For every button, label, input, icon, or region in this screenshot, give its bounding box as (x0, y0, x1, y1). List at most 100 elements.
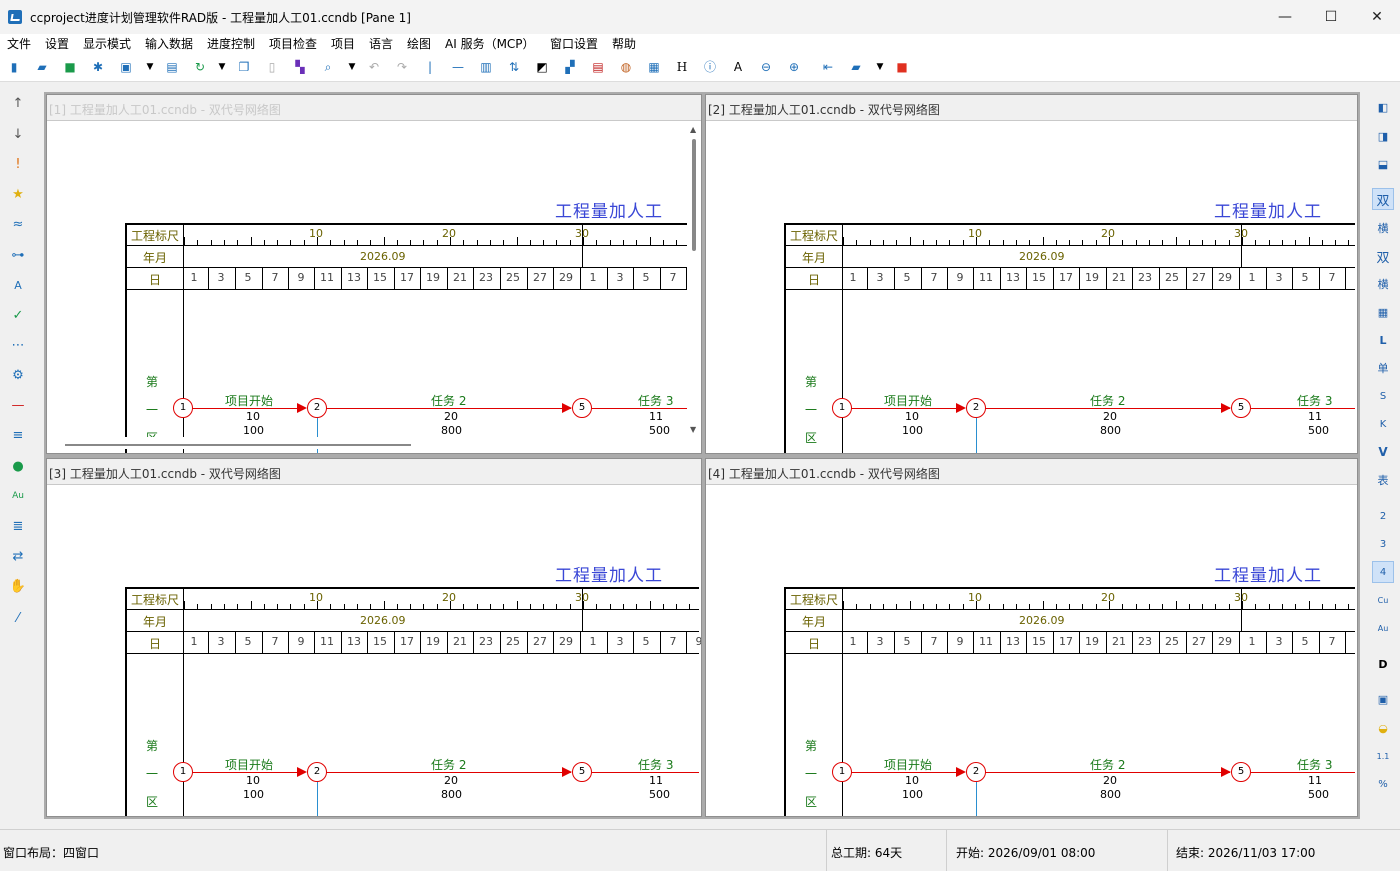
task-name[interactable]: 项目开始 (225, 394, 274, 408)
pane-count-4[interactable]: 4 (1372, 561, 1394, 583)
menu-ai-service[interactable]: AI 服务（MCP） (445, 37, 535, 51)
arrow-down-icon[interactable]: ↓ (12, 126, 24, 142)
vertical-line-icon[interactable]: | (427, 60, 433, 74)
copy-icon[interactable]: ❐ (238, 60, 250, 74)
task-name[interactable]: 任务 3 (638, 394, 674, 408)
sort-list-icon[interactable]: ≡ (12, 427, 24, 443)
search-icon[interactable]: ⌕ (324, 60, 332, 74)
network-diagram-canvas[interactable]: 工程量加人工工程标尺年月日1020302026.0913579111315171… (47, 122, 701, 453)
dotted-line-icon[interactable]: ⋯ (11, 337, 25, 353)
task-name[interactable]: 任务 2 (431, 758, 467, 772)
swap-icon[interactable]: ⇄ (12, 548, 24, 564)
snowflake-icon[interactable]: ✱ (92, 60, 104, 74)
network-node[interactable]: 1 (173, 398, 193, 418)
au-icon[interactable]: Au (12, 491, 24, 501)
arrow-up-icon[interactable]: ↑ (12, 95, 24, 111)
menu-progress-control[interactable]: 进度控制 (207, 37, 256, 51)
horizontal-line-icon[interactable]: — (452, 60, 464, 74)
minimize-button[interactable]: — (1278, 9, 1292, 25)
menu-language[interactable]: 语言 (369, 37, 394, 51)
collapse-icon[interactable]: ⇤ (822, 60, 834, 74)
open-folder-icon[interactable]: ▰ (37, 60, 47, 74)
network-node[interactable]: 1 (832, 398, 852, 418)
save-icon[interactable]: ■ (64, 60, 76, 74)
network-node[interactable]: 5 (1231, 762, 1251, 782)
vertical-scrollbar[interactable]: ▲▼ (687, 123, 701, 437)
report-icon[interactable]: ▤ (592, 60, 604, 74)
zoom-in-icon[interactable]: ⊕ (788, 60, 800, 74)
scroll-thumb[interactable] (65, 444, 411, 446)
network-node[interactable]: 1 (173, 762, 193, 782)
font-size-icon[interactable]: A (14, 278, 22, 292)
filter-icon[interactable]: ≣ (12, 518, 24, 534)
close-button[interactable]: ✕ (1371, 9, 1383, 25)
pane-caption[interactable]: [4] 工程量加人工01.ccndb - 双代号网络图 (706, 459, 1357, 485)
users-icon[interactable]: ● (12, 458, 24, 474)
refresh-icon[interactable]: ↻ (194, 60, 206, 74)
paint-icon[interactable]: ▞ (565, 60, 575, 74)
menu-file[interactable]: 文件 (7, 37, 32, 51)
magic-wand-icon[interactable]: ⁄ (16, 610, 20, 626)
calendar-icon[interactable]: ▣ (1377, 692, 1389, 706)
menu-project-check[interactable]: 项目检查 (269, 37, 318, 51)
scroll-thumb[interactable] (692, 139, 696, 251)
menu-window-settings[interactable]: 窗口设置 (550, 37, 599, 51)
view-k[interactable]: K (1379, 418, 1387, 430)
menu-display-mode[interactable]: 显示模式 (83, 37, 132, 51)
link-node-icon[interactable]: ⊶ (11, 247, 25, 263)
red-line-icon[interactable]: — (11, 397, 25, 413)
pane-1[interactable]: [1] 工程量加人工01.ccndb - 双代号网络图工程量加人工工程标尺年月日… (46, 94, 702, 454)
info-icon[interactable]: ⓘ (703, 60, 716, 74)
menu-help[interactable]: 帮助 (612, 37, 637, 51)
network-node[interactable]: 2 (307, 398, 327, 418)
view-horizontal-alt[interactable]: 横 (1377, 278, 1389, 291)
palette-icon[interactable]: ◍ (620, 60, 632, 74)
task-name[interactable]: 项目开始 (225, 758, 274, 772)
menu-input-data[interactable]: 输入数据 (145, 37, 194, 51)
hand-icon[interactable]: ✋ (9, 578, 27, 594)
layout-bottom-icon[interactable]: ⬓ (1377, 157, 1389, 171)
pane-3[interactable]: [3] 工程量加人工01.ccndb - 双代号网络图工程量加人工工程标尺年月日… (46, 458, 702, 817)
scroll-down-arrow-icon[interactable]: ▼ (690, 425, 697, 434)
task-name[interactable]: 任务 2 (1090, 758, 1126, 772)
menu-settings[interactable]: 设置 (45, 37, 70, 51)
sort-icon[interactable]: ⇅ (508, 60, 520, 74)
view-s[interactable]: S (1379, 390, 1387, 402)
menu-project[interactable]: 项目 (331, 37, 356, 51)
network-diagram-canvas[interactable]: 工程量加人工工程标尺年月日1020302026.0913579111315171… (706, 486, 1357, 816)
horizontal-scrollbar[interactable] (47, 437, 687, 449)
view-double-alt[interactable]: 双 (1376, 250, 1390, 266)
maximize-button[interactable]: ☐ (1324, 9, 1338, 25)
menu-draw[interactable]: 绘图 (407, 37, 432, 51)
view-double-network[interactable]: 双 (1372, 188, 1394, 210)
edit-sheet-icon[interactable]: ▦ (648, 60, 660, 74)
star-icon[interactable]: ★ (12, 186, 24, 202)
redo-icon[interactable]: ↷ (396, 60, 408, 74)
layout-left-icon[interactable]: ◧ (1377, 100, 1389, 114)
pane-count-2[interactable]: 2 (1379, 510, 1387, 522)
pane-count-3[interactable]: 3 (1379, 538, 1387, 550)
dropdown-arrow-icon[interactable]: ▼ (146, 62, 154, 72)
scroll-up-arrow-icon[interactable]: ▲ (690, 125, 697, 134)
au-button[interactable]: Au (1377, 623, 1389, 633)
heading-icon[interactable]: H (676, 60, 688, 74)
contrast-icon[interactable]: ◩ (536, 60, 548, 74)
task-name[interactable]: 任务 3 (638, 758, 674, 772)
new-file-icon[interactable]: ▮ (10, 60, 18, 74)
view-single[interactable]: 单 (1377, 362, 1389, 375)
image-icon[interactable]: ▣ (120, 60, 132, 74)
pane-2[interactable]: [2] 工程量加人工01.ccndb - 双代号网络图工程量加人工工程标尺年月日… (705, 94, 1358, 454)
pane-4[interactable]: [4] 工程量加人工01.ccndb - 双代号网络图工程量加人工工程标尺年月日… (705, 458, 1358, 817)
network-node[interactable]: 5 (572, 398, 592, 418)
folder-icon[interactable]: ▰ (851, 60, 861, 74)
view-horizontal[interactable]: 横 (1377, 222, 1389, 235)
pane-caption[interactable]: [3] 工程量加人工01.ccndb - 双代号网络图 (47, 459, 701, 485)
table-grid-icon[interactable]: ▦ (1377, 305, 1389, 319)
network-node[interactable]: 1 (832, 762, 852, 782)
layout-right-icon[interactable]: ◨ (1377, 129, 1389, 143)
task-name[interactable]: 项目开始 (884, 758, 933, 772)
pane-caption[interactable]: [2] 工程量加人工01.ccndb - 双代号网络图 (706, 95, 1357, 121)
exclamation-icon[interactable]: ! (15, 156, 21, 172)
gear-icon[interactable]: ⚙ (12, 367, 24, 383)
task-name[interactable]: 任务 2 (431, 394, 467, 408)
